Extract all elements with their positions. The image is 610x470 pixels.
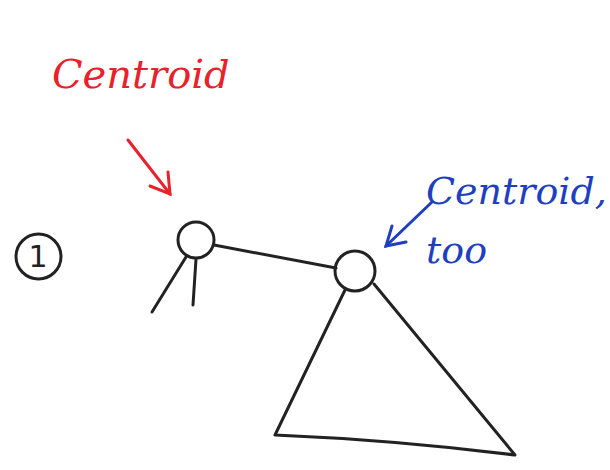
centroid-too-note: Centroid, too (426, 162, 604, 280)
child-edge (152, 257, 186, 312)
tree-vertex: 1 (14, 232, 63, 281)
centroid-vertex (335, 251, 375, 291)
subtree-triangle (275, 284, 515, 455)
blue-arrow (386, 202, 432, 246)
tree-edge (214, 245, 336, 268)
child-edge (193, 259, 196, 305)
vertex-number: 1 (28, 239, 47, 274)
centroid-vertex (178, 222, 214, 258)
red-arrow (128, 140, 170, 194)
centroid-note: Centroid (52, 50, 230, 98)
